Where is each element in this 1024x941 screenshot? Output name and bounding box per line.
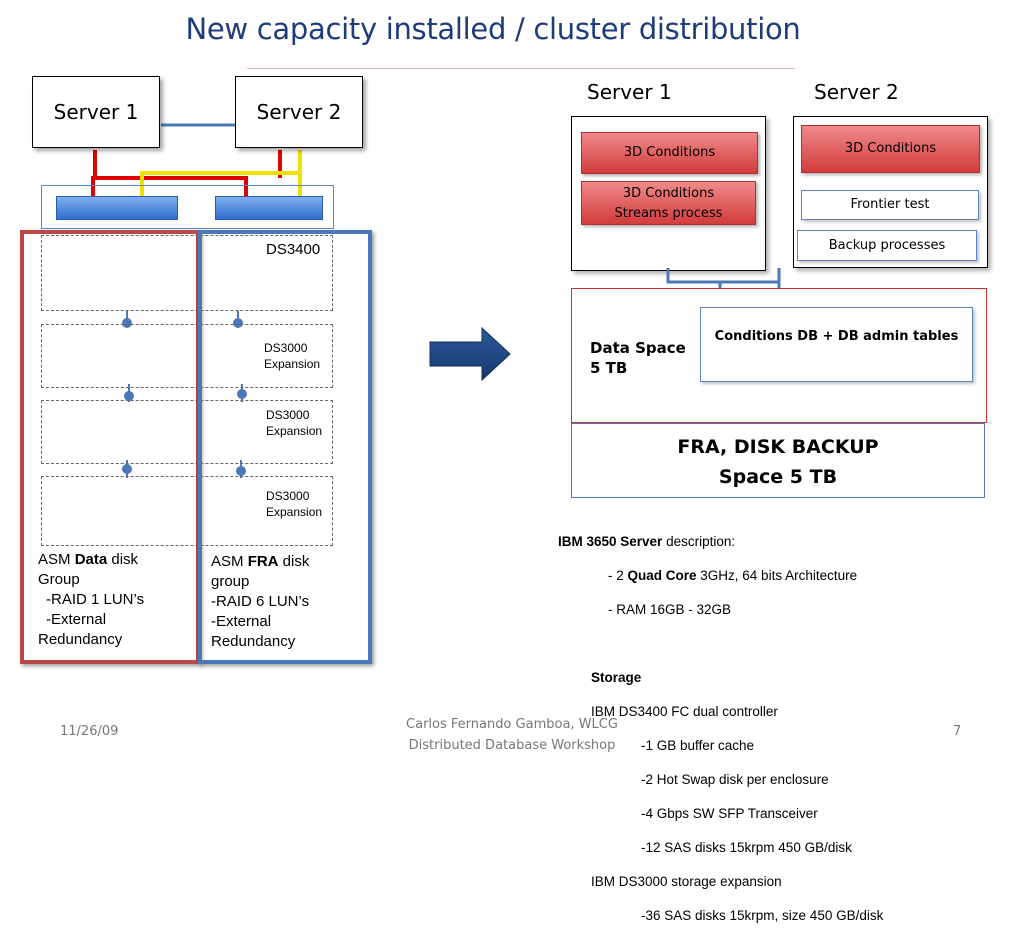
left-server2-box: Server 2	[235, 76, 363, 148]
data-space-label: Data Space 5 TB	[590, 339, 686, 377]
left-server1-label: Server 1	[53, 100, 139, 124]
right-server1-heading: Server 1	[587, 80, 672, 104]
s2-backup-processes: Backup processes	[797, 230, 977, 261]
asm-fra-group-border	[198, 230, 372, 664]
footer-page-number: 7	[953, 724, 962, 739]
ds3000-label-3: DS3000 Expansion	[266, 489, 323, 519]
ds3000-label-2: DS3000 Expansion	[266, 408, 323, 438]
ds3400-enclosure	[41, 235, 333, 311]
ds3000-expansion-2	[41, 400, 333, 464]
ds3400-label: DS3400	[266, 241, 321, 258]
controller-b	[215, 196, 323, 220]
ds3000-expansion-1	[41, 324, 333, 388]
yellow-link-cross	[140, 171, 300, 205]
asm-fra-text: ASM FRA disk group -RAID 6 LUN’s -Extern…	[211, 553, 310, 650]
left-server1-box: Server 1	[32, 76, 160, 148]
s2-frontier-test: Frontier test	[801, 190, 979, 220]
fra-disk-backup-box: FRA, DISK BACKUP Space 5 TB	[571, 423, 985, 498]
s2-3d-conditions: 3D Conditions	[801, 125, 980, 173]
s1-3d-conditions-streams: 3D Conditions Streams process	[581, 181, 756, 225]
slide-title: New capacity installed / cluster distrib…	[185, 12, 801, 46]
s1-3d-conditions: 3D Conditions	[581, 132, 758, 174]
controller-enclosure	[41, 185, 334, 229]
right-server2-heading: Server 2	[814, 80, 899, 104]
red-link-server1	[91, 150, 97, 205]
footer-date: 11/26/09	[60, 724, 119, 739]
footer-author: Carlos Fernando Gamboa, WLCG Distributed…	[406, 717, 618, 753]
right-arrow-icon	[429, 326, 511, 382]
ds3000-expansion-3	[41, 476, 333, 546]
ds3000-label-1: DS3000 Expansion	[264, 341, 321, 371]
title-divider	[247, 68, 795, 69]
controller-a	[56, 196, 178, 220]
asm-data-text: ASM Data disk Group -RAID 1 LUN’s -Exter…	[38, 551, 145, 648]
conditions-db-box: Conditions DB + DB admin tables	[700, 307, 973, 382]
left-server2-label: Server 2	[256, 100, 342, 124]
